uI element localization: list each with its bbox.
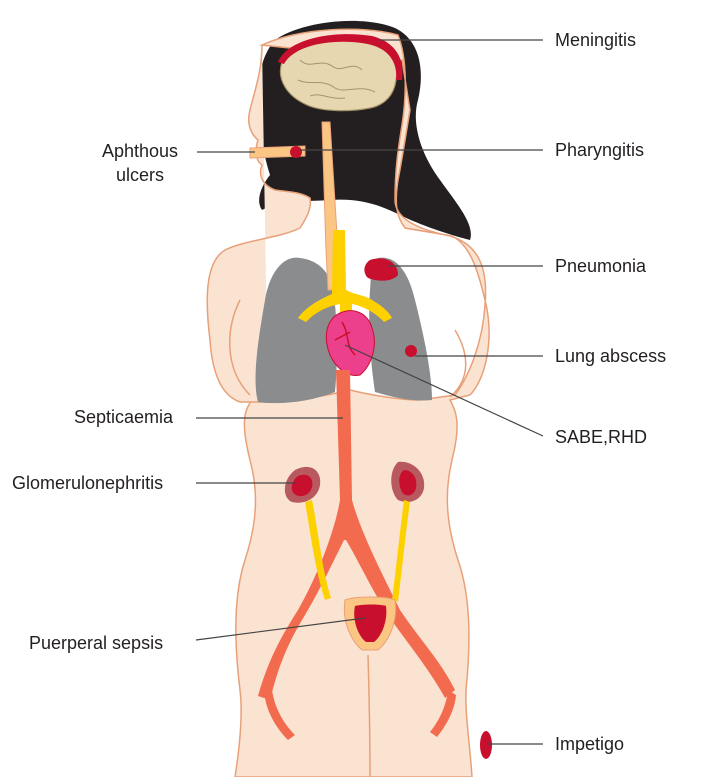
lung-left [256,258,338,403]
lung-abscess-lesion [405,345,417,357]
impetigo-lesion [480,731,492,759]
label-impetigo: Impetigo [555,733,624,755]
label-aphthous-line2: ulcers [86,164,194,186]
pharynx-lesion [290,146,302,158]
label-septicaemia: Septicaemia [74,406,173,428]
label-aphthous-line1: Aphthous [86,140,194,162]
label-pharyngitis: Pharyngitis [555,139,644,161]
label-meningitis: Meningitis [555,29,636,51]
label-glomerulonephritis: Glomerulonephritis [12,472,163,494]
label-pneumonia: Pneumonia [555,255,646,277]
label-lung-abscess: Lung abscess [555,345,666,367]
label-sabe-rhd: SABE,RHD [555,426,647,448]
label-puerperal-sepsis: Puerperal sepsis [29,632,163,654]
brain [280,41,396,111]
